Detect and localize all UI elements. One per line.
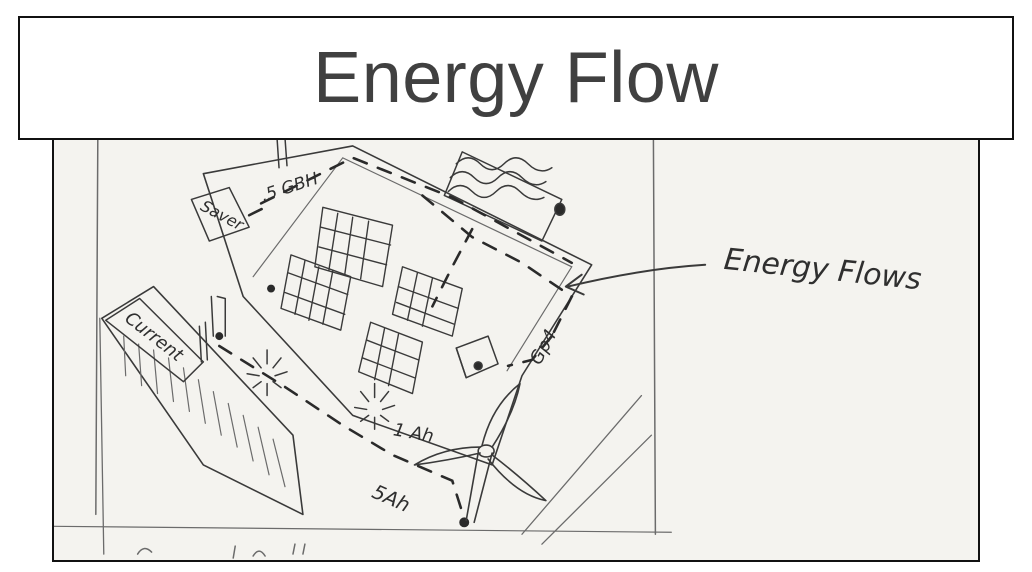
connection-dot-3 xyxy=(459,517,469,527)
connection-dot-1 xyxy=(267,285,275,293)
sketch-image: Saver Current .5 GBH Gp4 1 Ah 5Ah Energy… xyxy=(52,136,980,562)
connection-dot-2 xyxy=(215,332,223,340)
hand-drawn-sketch: Saver Current .5 GBH Gp4 1 Ah 5Ah Energy… xyxy=(54,138,978,560)
title-box: Energy Flow xyxy=(18,16,1014,140)
slide-title: Energy Flow xyxy=(313,37,719,119)
